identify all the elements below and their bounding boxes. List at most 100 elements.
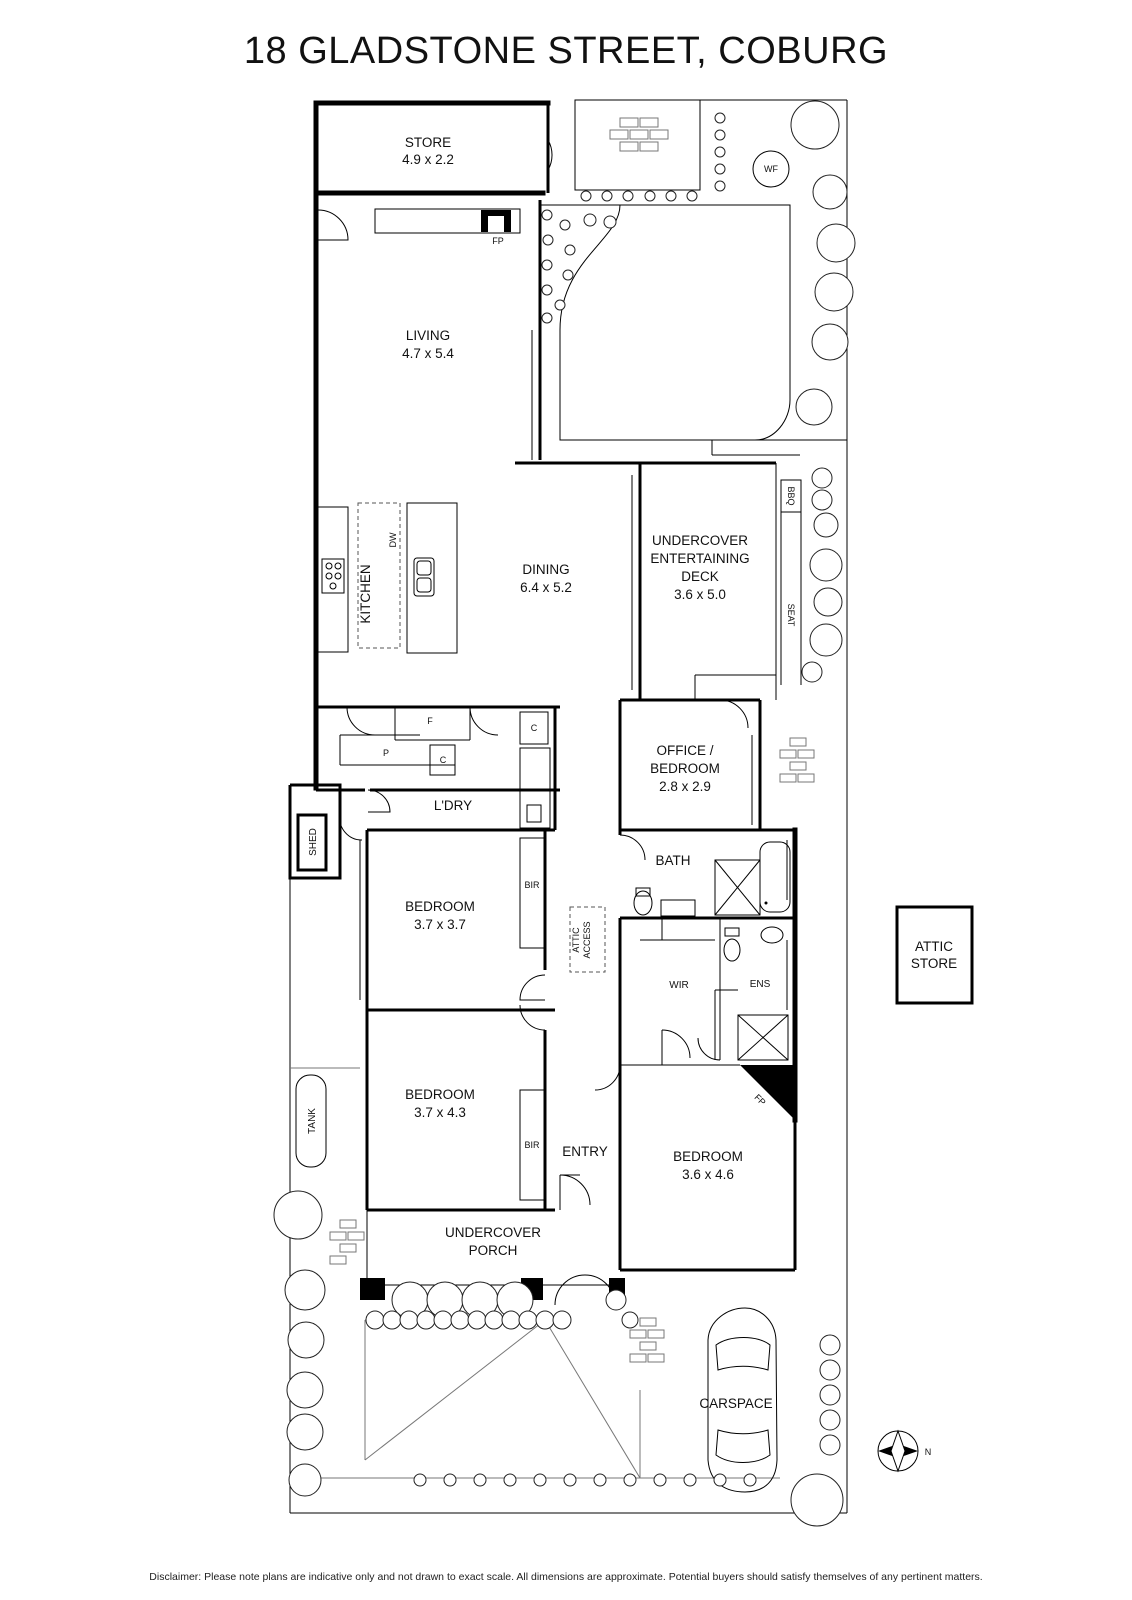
shrub-icon: [583, 213, 597, 227]
shrub-icon: [801, 661, 823, 683]
shrub-icon: [542, 234, 554, 246]
shrub-icon: [622, 190, 634, 202]
bir-label-2: BIR: [524, 1140, 540, 1150]
shrub-icon: [533, 1473, 547, 1487]
shrub-icon: [653, 1473, 667, 1487]
bedroom1-label: BEDROOM: [405, 899, 475, 914]
shrub-icon: [450, 1310, 470, 1330]
shrub-icon: [365, 1310, 385, 1330]
dining-dims: 6.4 x 5.2: [520, 580, 572, 595]
shrub-icon: [601, 190, 613, 202]
shrub-icon: [399, 1310, 419, 1330]
shrub-icon: [503, 1473, 517, 1487]
seat-label: SEAT: [786, 604, 796, 627]
shrub-icon: [819, 1409, 841, 1431]
bedroom2-dims: 3.7 x 4.3: [414, 1105, 466, 1120]
shrub-icon: [284, 1269, 326, 1311]
deck-dims: 3.6 x 5.0: [674, 587, 726, 602]
shrub-icon: [686, 190, 698, 202]
deck-label-3: DECK: [681, 569, 719, 584]
shrub-icon: [623, 1473, 637, 1487]
store-label: STORE: [405, 135, 451, 150]
shrub-icon: [382, 1310, 402, 1330]
cupboard-label-1: C: [440, 755, 447, 765]
shrub-icon: [811, 467, 833, 489]
wir-label: WIR: [669, 980, 688, 991]
shrub-icon: [484, 1310, 504, 1330]
shrub-icon: [563, 1473, 577, 1487]
shrub-icon: [809, 548, 843, 582]
shrub-icon: [443, 1473, 457, 1487]
shrub-icon: [813, 587, 843, 617]
shrub-icon: [809, 623, 843, 657]
wf-label: WF: [764, 164, 778, 174]
shrub-icon: [811, 489, 833, 511]
shrub-icon: [819, 1359, 841, 1381]
shrub-icon: [535, 1310, 555, 1330]
shrub-icon: [714, 163, 726, 175]
shrub-icon: [816, 223, 856, 263]
shrub-icon: [554, 299, 566, 311]
attic-store-label-2: STORE: [911, 956, 957, 971]
shrub-icon: [714, 146, 726, 158]
office-label-2: BEDROOM: [650, 761, 720, 776]
bedroom1-dims: 3.7 x 3.7: [414, 917, 466, 932]
garden-shrubs: [273, 100, 856, 1527]
attic-store-label-1: ATTIC: [915, 939, 953, 954]
site-boundary: [289, 99, 848, 1514]
bedroom3-label: BEDROOM: [673, 1149, 743, 1164]
bath-label: BATH: [655, 853, 690, 868]
shrub-icon: [605, 1289, 627, 1311]
cupboard-label-2: C: [531, 723, 538, 733]
entry-label: ENTRY: [562, 1144, 608, 1159]
shrub-icon: [813, 512, 839, 538]
shrub-icon: [814, 272, 854, 312]
shrub-icon: [819, 1384, 841, 1406]
pantry-label: P: [383, 748, 389, 758]
shrub-icon: [541, 312, 553, 324]
shrub-icon: [621, 1311, 639, 1329]
shrub-icon: [473, 1473, 487, 1487]
shrub-icon: [518, 1310, 538, 1330]
living-dims: 4.7 x 5.4: [402, 346, 454, 361]
shrub-icon: [580, 190, 592, 202]
office-label-1: OFFICE /: [657, 743, 714, 758]
woodfire-icon: [752, 150, 790, 188]
shrub-icon: [790, 1473, 844, 1527]
fp-label-living: FP: [492, 236, 504, 246]
attic-access-label-2: ACCESS: [582, 921, 592, 958]
tank-label: TANK: [307, 1108, 318, 1134]
shrub-icon: [603, 215, 617, 229]
living-label: LIVING: [406, 328, 450, 343]
shrub-icon: [713, 1473, 727, 1487]
ens-label: ENS: [750, 979, 771, 990]
shrub-icon: [683, 1473, 697, 1487]
shrub-icon: [795, 388, 833, 426]
shrub-icon: [552, 1310, 572, 1330]
shrub-icon: [790, 100, 840, 150]
bbq-label: BBQ: [786, 486, 796, 505]
shrub-icon: [501, 1310, 521, 1330]
dining-label: DINING: [522, 562, 569, 577]
porch-label-2: PORCH: [469, 1243, 518, 1258]
shrub-icon: [541, 284, 553, 296]
shed-label: SHED: [308, 828, 319, 856]
shrub-icon: [819, 1334, 841, 1356]
shrub-icon: [433, 1310, 453, 1330]
shrub-icon: [562, 269, 574, 281]
disclaimer-text: Disclaimer: Please note plans are indica…: [149, 1571, 983, 1583]
compass-icon: [877, 1429, 919, 1473]
fridge-label: F: [427, 716, 433, 726]
bir-label-1: BIR: [524, 880, 540, 890]
shrub-icon: [559, 219, 571, 231]
shrub-icon: [467, 1310, 487, 1330]
office-dims: 2.8 x 2.9: [659, 779, 711, 794]
shrub-icon: [288, 1463, 322, 1497]
bedroom2-label: BEDROOM: [405, 1087, 475, 1102]
shrub-icon: [287, 1321, 325, 1359]
dw-label: DW: [388, 532, 398, 547]
shrub-icon: [416, 1310, 436, 1330]
bedroom3-dims: 3.6 x 4.6: [682, 1167, 734, 1182]
deck-label-1: UNDERCOVER: [652, 533, 748, 548]
